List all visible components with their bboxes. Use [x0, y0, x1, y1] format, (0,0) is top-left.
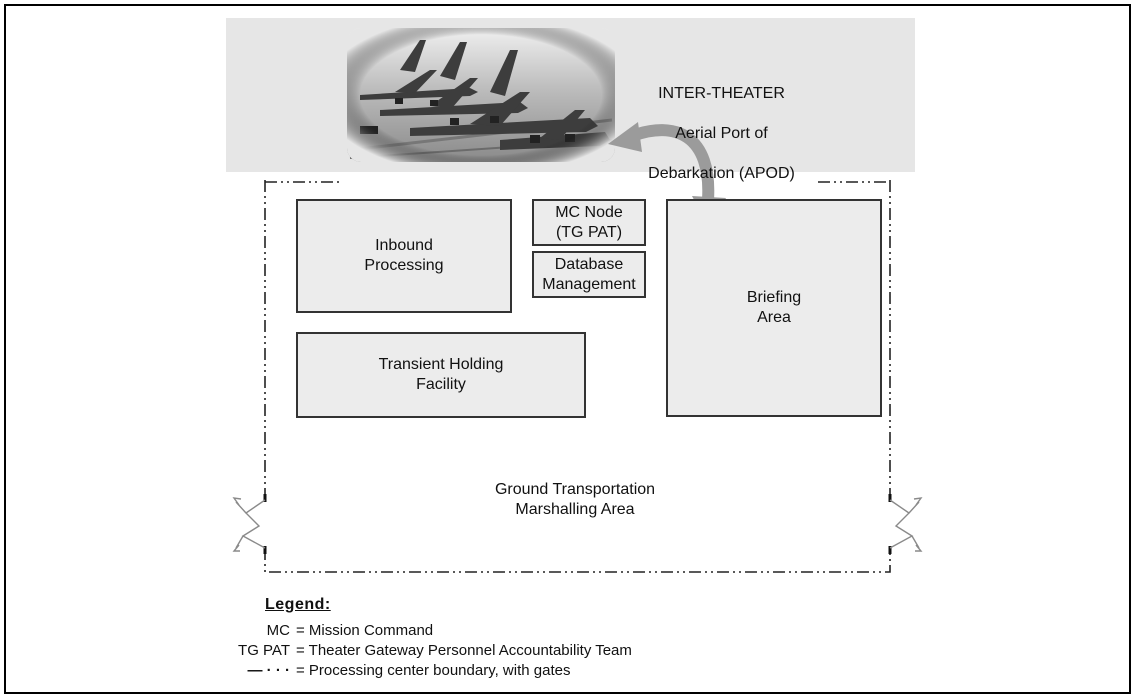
inbound-processing-box: Inbound Processing	[296, 199, 512, 313]
diagram-frame	[4, 4, 1131, 694]
aircraft-photo	[347, 28, 615, 162]
transient-holding-label: Transient Holding Facility	[378, 356, 504, 393]
apod-title: INTER-THEATER Aerial Port of Debarkation…	[614, 64, 829, 204]
database-management-box: Database Management	[532, 251, 646, 298]
legend-term: TG PAT	[238, 642, 290, 659]
database-management-label: Database Management	[542, 255, 636, 293]
mc-node-label: MC Node (TG PAT)	[555, 203, 623, 241]
briefing-area-box: Briefing Area	[666, 199, 882, 417]
legend-entry-boundary: — · · · = Processing center boundary, wi…	[0, 662, 1138, 680]
apod-title-line3: Debarkation (APOD)	[648, 165, 795, 182]
legend-definition: = Processing center boundary, with gates	[296, 662, 571, 679]
legend-definition: = Mission Command	[296, 622, 434, 639]
inbound-processing-label: Inbound Processing	[364, 237, 444, 274]
transient-holding-box: Transient Holding Facility	[296, 332, 586, 418]
legend-term: MC	[266, 622, 290, 639]
apod-title-line2: Aerial Port of	[675, 125, 768, 142]
mc-node-box: MC Node (TG PAT)	[532, 199, 646, 246]
legend-entry-mc: MC = Mission Command	[0, 622, 1138, 640]
gate-right-icon	[889, 497, 923, 552]
ground-transportation-label: Ground Transportation Marshalling Area	[494, 481, 656, 518]
legend-boundary-symbol: — · · ·	[247, 662, 291, 679]
legend-title: Legend:	[265, 596, 331, 613]
processing-center-boundary	[264, 180, 891, 573]
legend-entry-tgpat: TG PAT = Theater Gateway Personnel Accou…	[0, 642, 1138, 660]
apod-title-line1: INTER-THEATER	[658, 85, 785, 102]
briefing-area-label: Briefing Area	[746, 289, 802, 326]
gate-left-icon	[232, 497, 266, 552]
legend-definition: = Theater Gateway Personnel Accountabili…	[296, 642, 632, 659]
